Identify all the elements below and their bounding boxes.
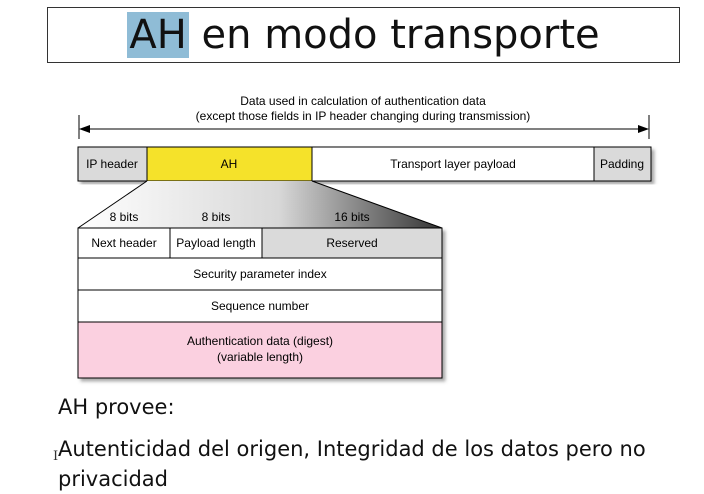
payload-length-label: Payload length	[176, 236, 255, 250]
packet-row	[77, 146, 652, 182]
title-highlight: AH	[127, 12, 189, 58]
bits-label-2: 8 bits	[202, 210, 231, 224]
auth-data-label-1: Authentication data (digest)	[187, 334, 333, 348]
sequence-label: Sequence number	[211, 299, 309, 313]
auth-data-cell	[77, 321, 443, 379]
title-rest: en modo transporte	[188, 12, 600, 58]
padding-label: Padding	[600, 157, 644, 171]
ah-cell	[146, 146, 313, 182]
payload-label: Transport layer payload	[390, 157, 516, 171]
bits-label-3: 16 bits	[334, 210, 369, 224]
ah-label: AH	[221, 157, 238, 171]
ah-structure	[77, 227, 443, 379]
ah-transport-diagram: Data used in calculation of authenticati…	[77, 94, 652, 379]
provides-heading: AH provee:	[58, 395, 175, 419]
bullet-text: AH provee: Autenticidad del origen, Inte…	[58, 392, 698, 494]
padding-cell	[593, 146, 652, 182]
ip-header-label: IP header	[86, 157, 138, 171]
title-text: AH en modo transporte	[127, 12, 600, 58]
auth-data-label-2: (variable length)	[217, 350, 303, 364]
text-cursor-icon: I	[53, 449, 59, 464]
range-label-line1: Data used in calculation of authenticati…	[240, 94, 486, 108]
range-label-line2: (except those fields in IP header changi…	[196, 109, 531, 123]
bits-label-1: 8 bits	[110, 210, 139, 224]
spi-label: Security parameter index	[193, 267, 326, 281]
next-header-label: Next header	[91, 236, 156, 250]
slide-title: AH en modo transporte	[47, 7, 680, 63]
range-arrow	[78, 115, 650, 139]
sequence-cell	[77, 289, 443, 323]
reserved-cell	[261, 227, 443, 259]
provides-detail: Autenticidad del origen, Integridad de l…	[58, 437, 646, 491]
next-header-cell	[77, 227, 171, 259]
expansion-fan	[78, 181, 442, 228]
reserved-label: Reserved	[326, 236, 377, 250]
